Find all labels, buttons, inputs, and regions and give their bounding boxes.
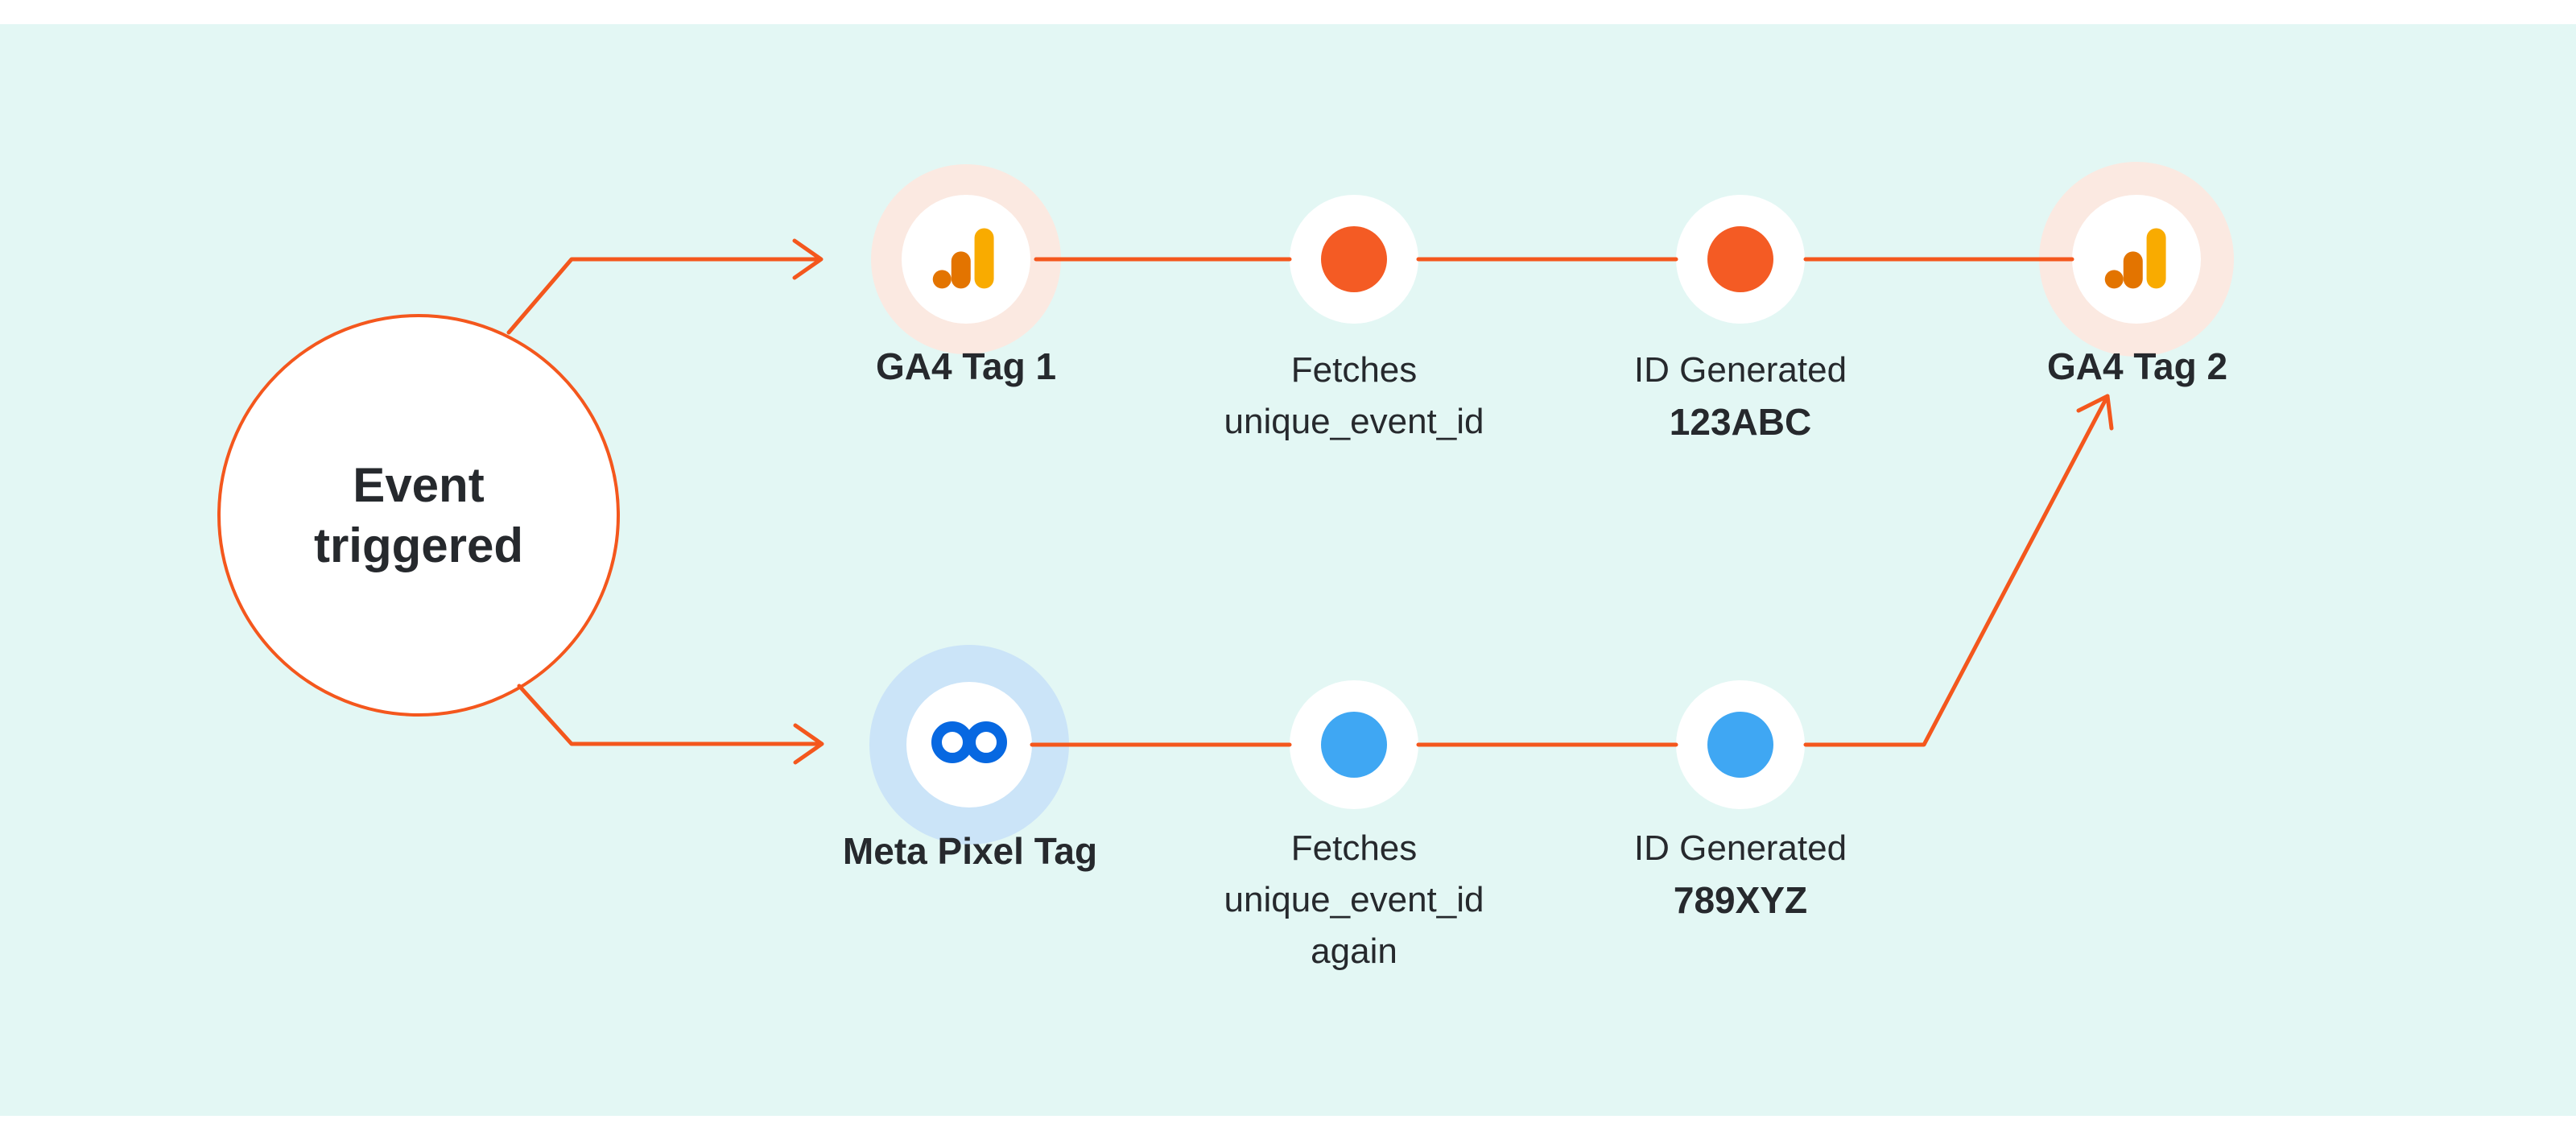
ga4-tag1-label: GA4 Tag 1 [875,345,1057,387]
ga4-analytics-icon [932,228,994,289]
fetch-top-line1: Fetches [1290,350,1418,390]
id-bottom-value: 789XYZ [1673,879,1808,921]
id-top-line1: ID Generated [1633,350,1847,390]
arrowhead-icon [2076,394,2114,431]
fetch-bottom-line1: Fetches [1290,828,1418,868]
fetch-bottom-line2: unique_event_id [1224,880,1484,919]
event-label-line1: Event [353,458,485,512]
orange-step-dot-icon [1707,226,1773,292]
arrow-id-to-ga4tag2 [1803,394,2110,747]
id-top-value: 123ABC [1669,401,1812,443]
blue-step-dot-icon [1321,712,1387,778]
page-top-strip [0,0,2576,24]
fetch-bottom-line3: again [1311,931,1397,971]
event-triggered-label: Event triggered [314,455,523,576]
id-generated-bottom-label: ID Generated 789XYZ [1634,823,1847,926]
meta-pixel-label: Meta Pixel Tag [842,830,1098,872]
arrow-event-to-meta [517,684,821,746]
blue-step-dot-icon [1707,712,1773,778]
fetch-top-line2: unique_event_id [1224,402,1484,441]
ga4-tag2-label: GA4 Tag 2 [2046,345,2228,387]
arrowhead-icon [793,723,824,765]
event-label-line2: triggered [313,518,524,572]
fetch-id-top-label: Fetches unique_event_id [1224,345,1484,448]
meta-infinity-icon [931,721,1007,763]
ga4-analytics-icon [2104,228,2166,289]
arrow-event-to-ga4tag1 [506,257,820,335]
id-bottom-line1: ID Generated [1633,828,1847,868]
fetch-id-bottom-label: Fetches unique_event_id again [1224,823,1484,977]
orange-step-dot-icon [1321,226,1387,292]
page-bottom-strip [0,1116,2576,1140]
event-triggered-node: Event triggered [217,314,620,717]
id-generated-top-label: ID Generated 123ABC [1634,345,1847,448]
arrowhead-icon [792,238,824,280]
